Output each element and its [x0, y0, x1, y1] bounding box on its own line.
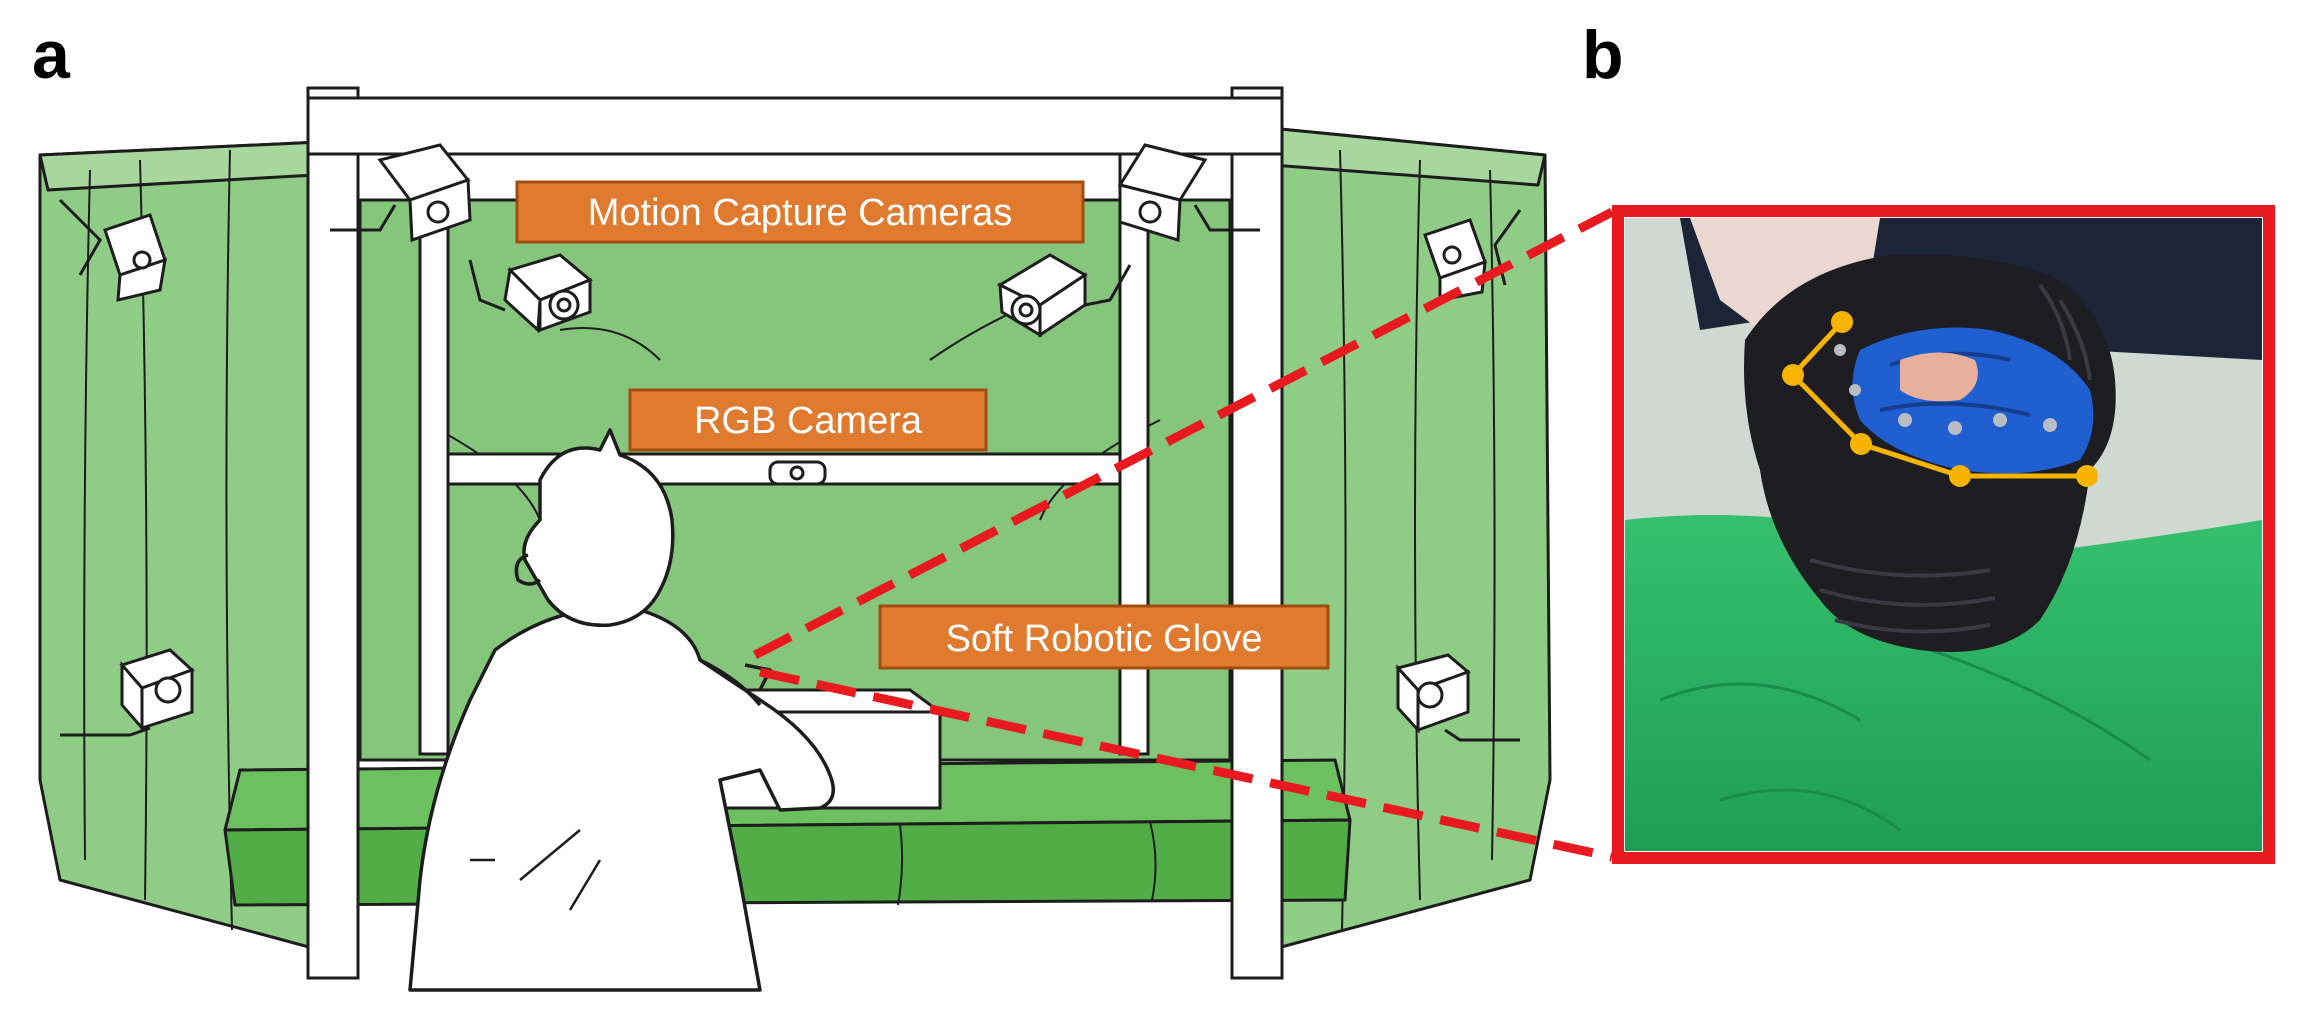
- callout-rgb-camera-text: RGB Camera: [694, 400, 923, 442]
- motion-camera-right-wall-bottom: [1395, 653, 1520, 742]
- motion-camera-top-right: [1117, 143, 1260, 243]
- left-side-curtain: [38, 140, 322, 952]
- keypoint-dot: [1831, 311, 1853, 333]
- callout-motion-capture-text: Motion Capture Cameras: [588, 192, 1013, 234]
- keypoint-dot: [1949, 465, 1971, 487]
- keypoint-dot: [2076, 465, 2098, 487]
- keypoint-skeleton: [1782, 311, 2098, 487]
- callout-glove-text: Soft Robotic Glove: [946, 618, 1263, 660]
- rgb-camera-icon: [768, 460, 827, 486]
- motion-camera-left-wall-top: [58, 198, 167, 302]
- callout-motion-capture: Motion Capture Cameras: [515, 180, 1085, 244]
- person-figure: [408, 428, 836, 992]
- motion-camera-top-left: [330, 143, 472, 243]
- panel-b: b: [752, 17, 2275, 864]
- motion-camera-left-wall-bottom: [60, 648, 195, 737]
- callout-glove: Soft Robotic Glove: [878, 604, 1330, 670]
- keypoint-dot: [1850, 433, 1872, 455]
- panel-letter-a: a: [32, 17, 71, 93]
- zoom-lines: [752, 208, 1615, 862]
- callout-rgb-camera: RGB Camera: [628, 388, 988, 452]
- motion-camera-mid-right: [996, 253, 1132, 338]
- panel-a: a: [32, 17, 1552, 992]
- glove-photo: [1625, 218, 2262, 851]
- keypoint-dot: [1782, 364, 1804, 386]
- panel-letter-b: b: [1582, 17, 1624, 93]
- motion-camera-mid-left: [468, 253, 593, 334]
- zoom-frame: [1612, 205, 2275, 864]
